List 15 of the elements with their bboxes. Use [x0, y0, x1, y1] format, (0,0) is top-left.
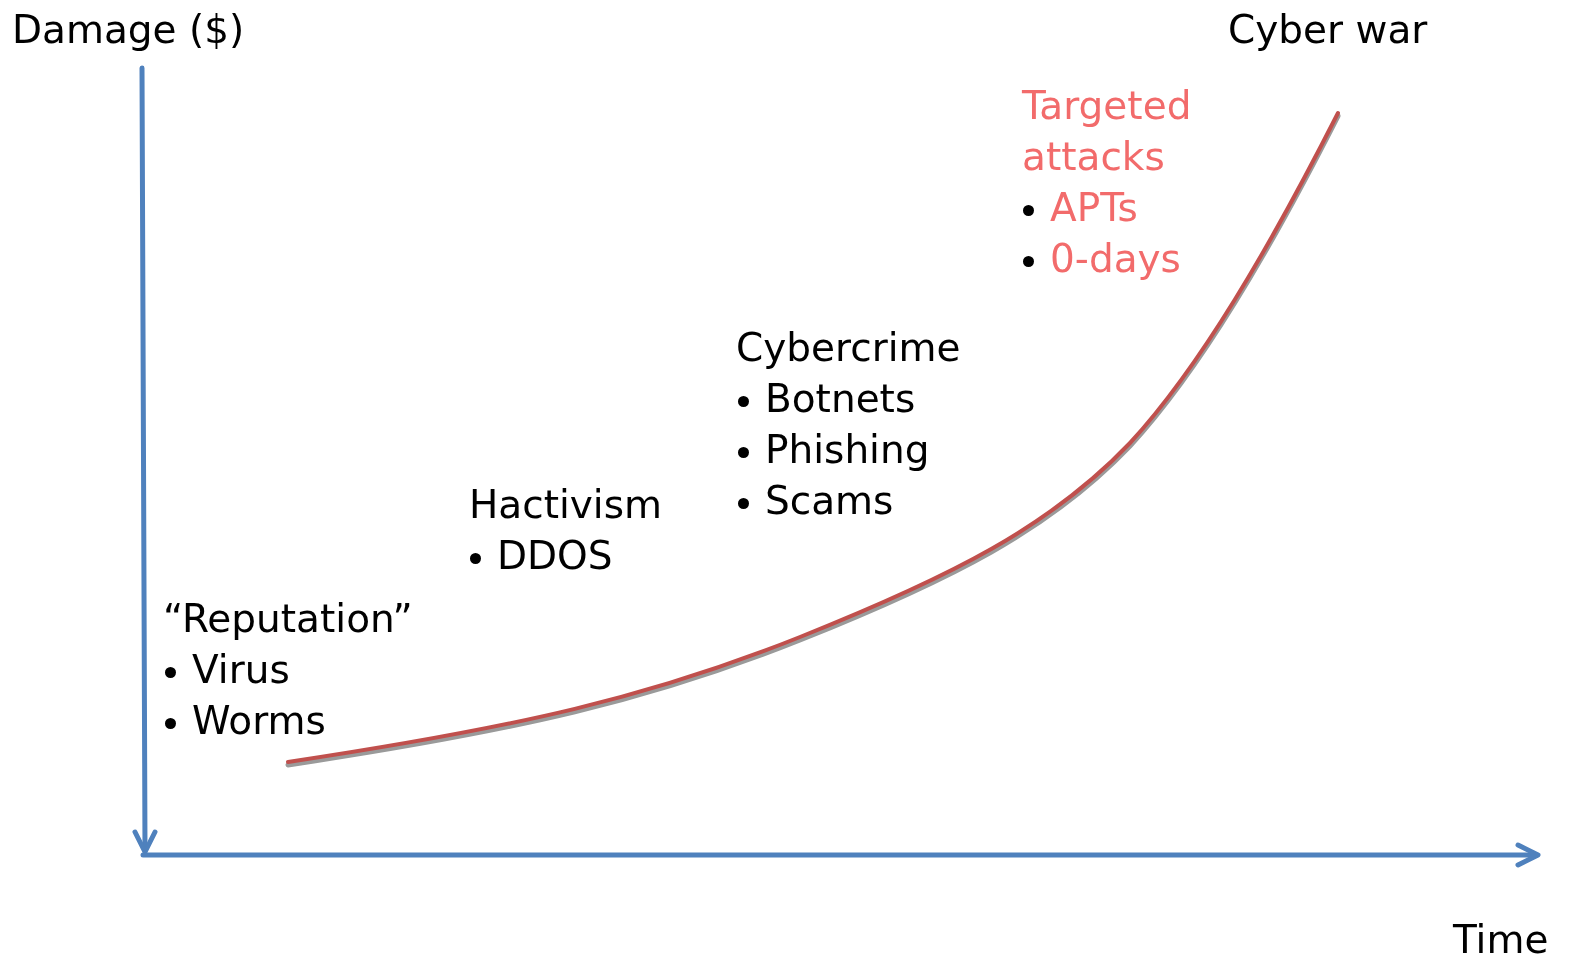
axis-title: Damage ($)	[12, 6, 245, 54]
stage-label: Targeted attacks	[1022, 82, 1193, 181]
stage-label: Hactivism	[469, 481, 663, 529]
list-item: Scams	[765, 477, 894, 525]
list-item: DDOS	[497, 532, 613, 580]
list-item: Botnets	[765, 375, 916, 423]
stage-label: Cyber war	[1228, 6, 1428, 54]
list-item: Worms	[192, 697, 326, 745]
list-item: APTs	[1050, 184, 1138, 232]
stage-label: “Reputation”	[163, 595, 413, 643]
list-item: 0-days	[1050, 235, 1181, 283]
list-item: Virus	[192, 646, 290, 694]
list-item: Phishing	[765, 426, 930, 474]
axis-title: Time	[1453, 916, 1549, 960]
stage-label: Cybercrime	[736, 324, 961, 372]
